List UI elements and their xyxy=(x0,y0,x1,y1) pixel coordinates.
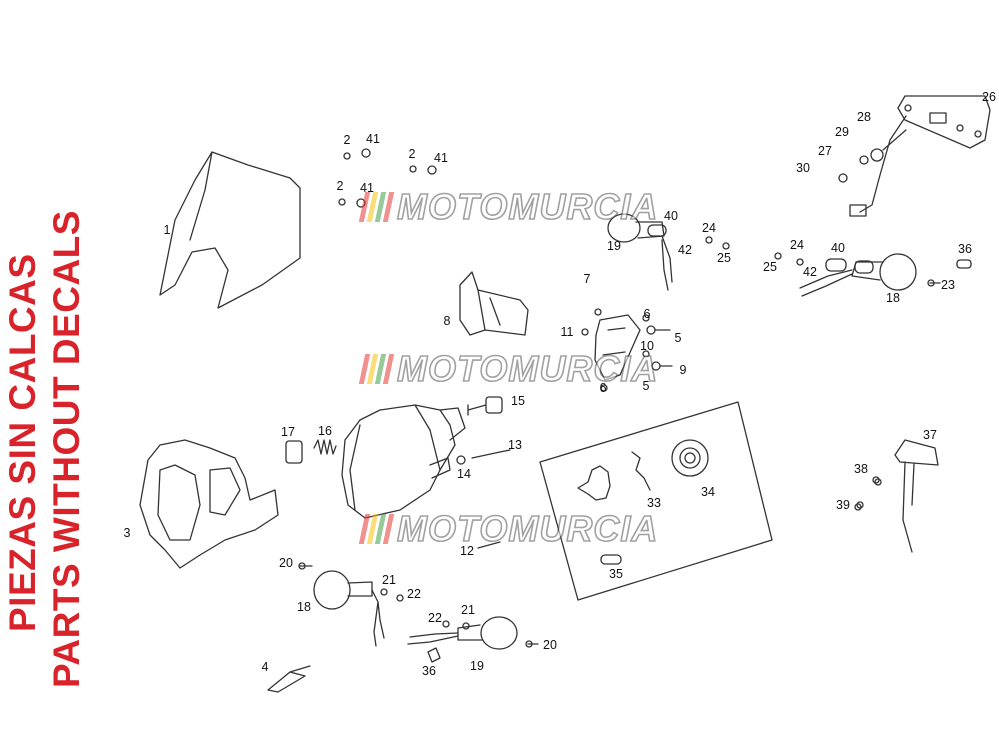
part-callout-33: 33 xyxy=(647,496,661,510)
tail-light-part xyxy=(897,95,991,149)
part-callout-20: 20 xyxy=(543,638,557,652)
part-callout-39: 39 xyxy=(836,498,850,512)
part-callout-21: 21 xyxy=(461,603,475,617)
part-callout-37: 37 xyxy=(923,428,937,442)
part-callout-18: 18 xyxy=(297,600,311,614)
indicator-bulb-part xyxy=(313,570,351,610)
plate-light-part xyxy=(894,439,939,466)
part-callout-42: 42 xyxy=(678,243,692,257)
part-callout-20: 20 xyxy=(279,556,293,570)
part-callout-42: 42 xyxy=(803,265,817,279)
part-callout-23: 23 xyxy=(941,278,955,292)
part-callout-2: 2 xyxy=(344,133,351,147)
part-callout-8: 8 xyxy=(444,314,451,328)
part-callout-29: 29 xyxy=(835,125,849,139)
part-callout-12: 12 xyxy=(460,544,474,558)
part-callout-5: 5 xyxy=(643,379,650,393)
part-callout-22: 22 xyxy=(407,587,421,601)
part-callout-19: 19 xyxy=(607,239,621,253)
part-callout-2: 2 xyxy=(409,147,416,161)
part-callout-24: 24 xyxy=(790,238,804,252)
part-callout-4: 4 xyxy=(262,660,269,674)
part-callout-30: 30 xyxy=(796,161,810,175)
part-callout-16: 16 xyxy=(318,424,332,438)
part-callout-41: 41 xyxy=(360,181,374,195)
halogen-bulb-part xyxy=(577,465,611,501)
part-callout-17: 17 xyxy=(281,425,295,439)
windscreen-part xyxy=(159,151,301,309)
clip-part xyxy=(285,440,303,464)
side-text-line-1: PIEZAS SIN CALCAS xyxy=(2,253,43,632)
part-callout-25: 25 xyxy=(717,251,731,265)
part-callout-41: 41 xyxy=(366,132,380,146)
part-callout-18: 18 xyxy=(886,291,900,305)
part-callout-7: 7 xyxy=(584,272,591,286)
mount-bracket-part xyxy=(594,314,641,381)
part-callout-41: 41 xyxy=(434,151,448,165)
headlight-fairing-part xyxy=(139,439,279,569)
part-callout-40: 40 xyxy=(831,241,845,255)
part-callout-24: 24 xyxy=(702,221,716,235)
part-callout-5: 5 xyxy=(675,331,682,345)
part-callout-19: 19 xyxy=(470,659,484,673)
part-callout-14: 14 xyxy=(457,467,471,481)
part-callout-6: 6 xyxy=(600,381,607,395)
part-callout-3: 3 xyxy=(124,526,131,540)
bulb-kit-box xyxy=(539,401,773,601)
spring-part xyxy=(313,439,337,455)
part-callout-21: 21 xyxy=(382,573,396,587)
part-callout-26: 26 xyxy=(982,90,996,104)
part-callout-11: 11 xyxy=(561,325,574,339)
part-callout-15: 15 xyxy=(511,394,525,408)
part-callout-9: 9 xyxy=(680,363,687,377)
part-callout-35: 35 xyxy=(609,567,623,581)
part-callout-28: 28 xyxy=(857,110,871,124)
part-callout-13: 13 xyxy=(508,438,522,452)
side-text-line-2: PARTS WITHOUT DECALS xyxy=(46,210,87,688)
part-callout-10: 10 xyxy=(640,339,654,353)
adjuster-knob-part xyxy=(485,396,503,414)
part-callout-38: 38 xyxy=(854,462,868,476)
part-callout-34: 34 xyxy=(701,485,715,499)
part-callout-36: 36 xyxy=(958,242,972,256)
part-callout-36: 36 xyxy=(422,664,436,678)
part-callout-27: 27 xyxy=(818,144,832,158)
part-callout-25: 25 xyxy=(763,260,777,274)
part-callout-6: 6 xyxy=(644,307,651,321)
part-callout-1: 1 xyxy=(164,223,171,237)
part-callout-40: 40 xyxy=(664,209,678,223)
part-callout-22: 22 xyxy=(428,611,442,625)
headlight-bracket-part xyxy=(459,271,529,336)
part-callout-2: 2 xyxy=(337,179,344,193)
